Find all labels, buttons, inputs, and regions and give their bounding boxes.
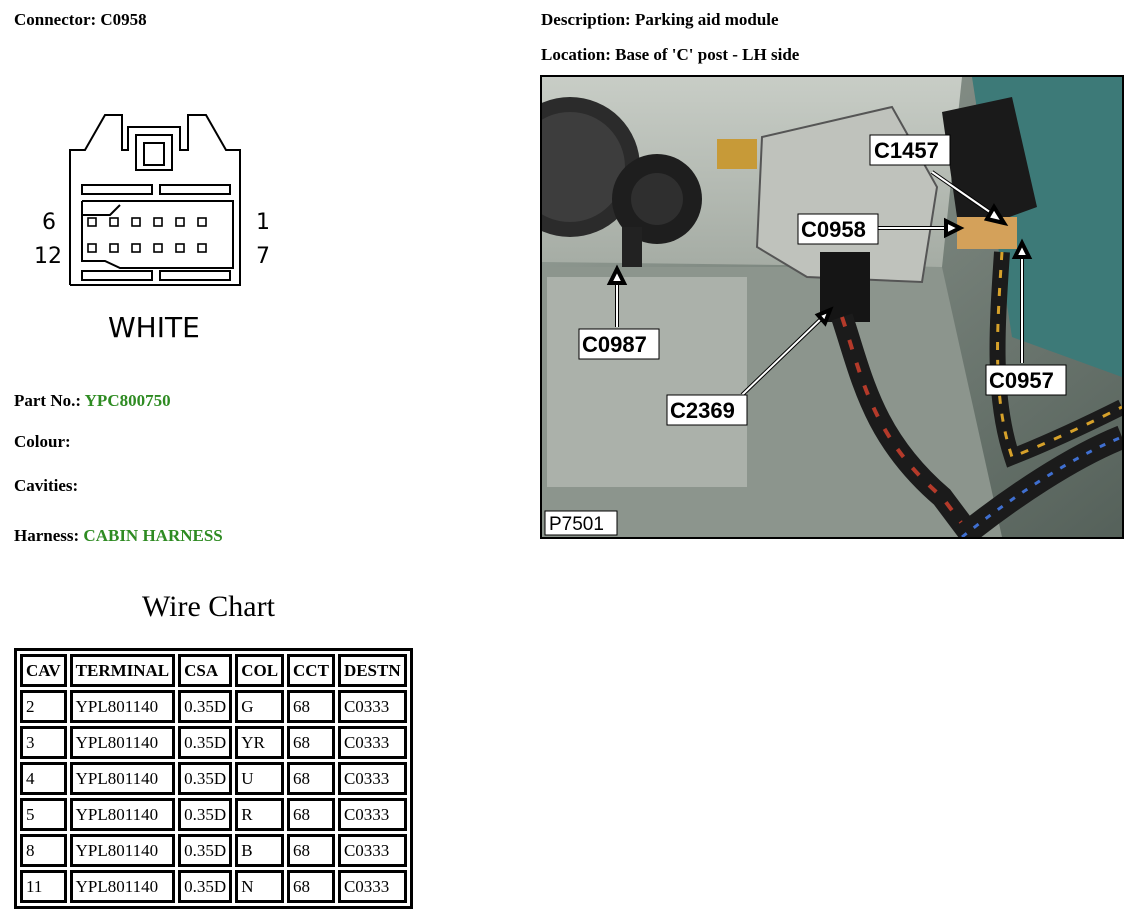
- cell-csa: 0.35D: [178, 690, 233, 723]
- cell-csa: 0.35D: [178, 726, 233, 759]
- pin-label-7: 7: [256, 244, 270, 269]
- cell-col: B: [235, 834, 285, 867]
- cell-csa: 0.35D: [178, 798, 233, 831]
- callout-c0987: C0987: [578, 328, 660, 360]
- cell-destn: C0333: [337, 798, 407, 831]
- wire-chart-table: CAV TERMINAL CSA COL CCT DESTN 2 YPL8011…: [14, 648, 413, 909]
- cell-destn: C0333: [337, 834, 407, 867]
- cell-col: R: [235, 798, 285, 831]
- cell-col: G: [235, 690, 285, 723]
- col-header-cav: CAV: [20, 654, 67, 687]
- cell-cct: 68: [287, 798, 335, 831]
- callout-c0987-text: C0987: [582, 332, 647, 357]
- table-row: 4 YPL801140 0.35D U 68 C0333: [20, 762, 407, 795]
- photo-reference: P7501: [544, 510, 618, 536]
- cell-cct: 68: [287, 726, 335, 759]
- cell-cct: 68: [287, 690, 335, 723]
- connector-label: Connector:: [14, 10, 97, 29]
- cell-terminal: YPL801140: [69, 690, 176, 723]
- connector-face-diagram: 6 1 12 7 WHITE: [34, 114, 270, 344]
- wire-chart-header-row: CAV TERMINAL CSA COL CCT DESTN: [20, 654, 407, 687]
- description-row: Description: Parking aid module: [541, 10, 779, 30]
- photo-reference-text: P7501: [549, 514, 604, 535]
- cell-terminal: YPL801140: [69, 798, 176, 831]
- harness-row: Harness: CABIN HARNESS: [14, 526, 223, 546]
- table-row: 5 YPL801140 0.35D R 68 C0333: [20, 798, 407, 831]
- wire-chart-title: Wire Chart: [142, 590, 275, 623]
- table-row: 11 YPL801140 0.35D N 68 C0333: [20, 870, 407, 903]
- col-header-cct: CCT: [287, 654, 335, 687]
- table-row: 2 YPL801140 0.35D G 68 C0333: [20, 690, 407, 723]
- col-header-col: COL: [235, 654, 285, 687]
- part-no-label: Part No.:: [14, 391, 82, 410]
- col-header-csa: CSA: [178, 654, 233, 687]
- cell-cct: 68: [287, 870, 335, 903]
- table-row: 3 YPL801140 0.35D YR 68 C0333: [20, 726, 407, 759]
- part-no-value: YPC800750: [84, 391, 171, 410]
- callout-c1457-text: C1457: [874, 138, 939, 163]
- col-header-terminal: TERMINAL: [69, 654, 176, 687]
- cell-destn: C0333: [337, 762, 407, 795]
- cell-col: N: [235, 870, 285, 903]
- callout-c0957: C0957: [985, 364, 1067, 396]
- pin-label-12: 12: [34, 244, 62, 269]
- cell-terminal: YPL801140: [69, 870, 176, 903]
- callout-c0958-text: C0958: [801, 217, 866, 242]
- cell-cav: 11: [20, 870, 67, 903]
- location-label: Location:: [541, 45, 611, 64]
- cell-cav: 8: [20, 834, 67, 867]
- cell-cav: 2: [20, 690, 67, 723]
- cell-col: YR: [235, 726, 285, 759]
- callout-c2369: C2369: [666, 394, 748, 426]
- pin-label-1: 1: [256, 210, 270, 235]
- cell-destn: C0333: [337, 690, 407, 723]
- cell-destn: C0333: [337, 870, 407, 903]
- cell-terminal: YPL801140: [69, 834, 176, 867]
- location-photo: C1457 C0958 C0987 C2369 C0957 P7501: [540, 75, 1124, 539]
- cell-destn: C0333: [337, 726, 407, 759]
- harness-label: Harness:: [14, 526, 80, 545]
- callout-c0957-text: C0957: [989, 368, 1054, 393]
- cell-cct: 68: [287, 762, 335, 795]
- part-no-row: Part No.: YPC800750: [14, 391, 171, 411]
- location-row: Location: Base of 'C' post - LH side: [541, 45, 799, 65]
- cell-terminal: YPL801140: [69, 726, 176, 759]
- pin-cavities: [87, 217, 207, 253]
- location-value: Base of 'C' post - LH side: [615, 45, 800, 64]
- cell-col: U: [235, 762, 285, 795]
- connector-row: Connector: C0958: [14, 10, 147, 30]
- callout-c0958: C0958: [797, 213, 879, 245]
- cavities-label: Cavities:: [14, 476, 79, 495]
- colour-label: Colour:: [14, 432, 71, 451]
- col-header-destn: DESTN: [337, 654, 407, 687]
- cell-cct: 68: [287, 834, 335, 867]
- cell-csa: 0.35D: [178, 870, 233, 903]
- callout-c1457: C1457: [869, 134, 951, 166]
- cell-csa: 0.35D: [178, 834, 233, 867]
- cell-terminal: YPL801140: [69, 762, 176, 795]
- description-value: Parking aid module: [634, 10, 779, 29]
- cell-cav: 5: [20, 798, 67, 831]
- connector-value: C0958: [100, 10, 147, 29]
- callout-c2369-text: C2369: [670, 398, 735, 423]
- pin-label-6: 6: [42, 210, 56, 235]
- cell-cav: 4: [20, 762, 67, 795]
- description-label: Description:: [541, 10, 631, 29]
- cell-csa: 0.35D: [178, 762, 233, 795]
- cell-cav: 3: [20, 726, 67, 759]
- table-row: 8 YPL801140 0.35D B 68 C0333: [20, 834, 407, 867]
- harness-value: CABIN HARNESS: [83, 526, 223, 545]
- connector-colour-text: WHITE: [108, 311, 200, 344]
